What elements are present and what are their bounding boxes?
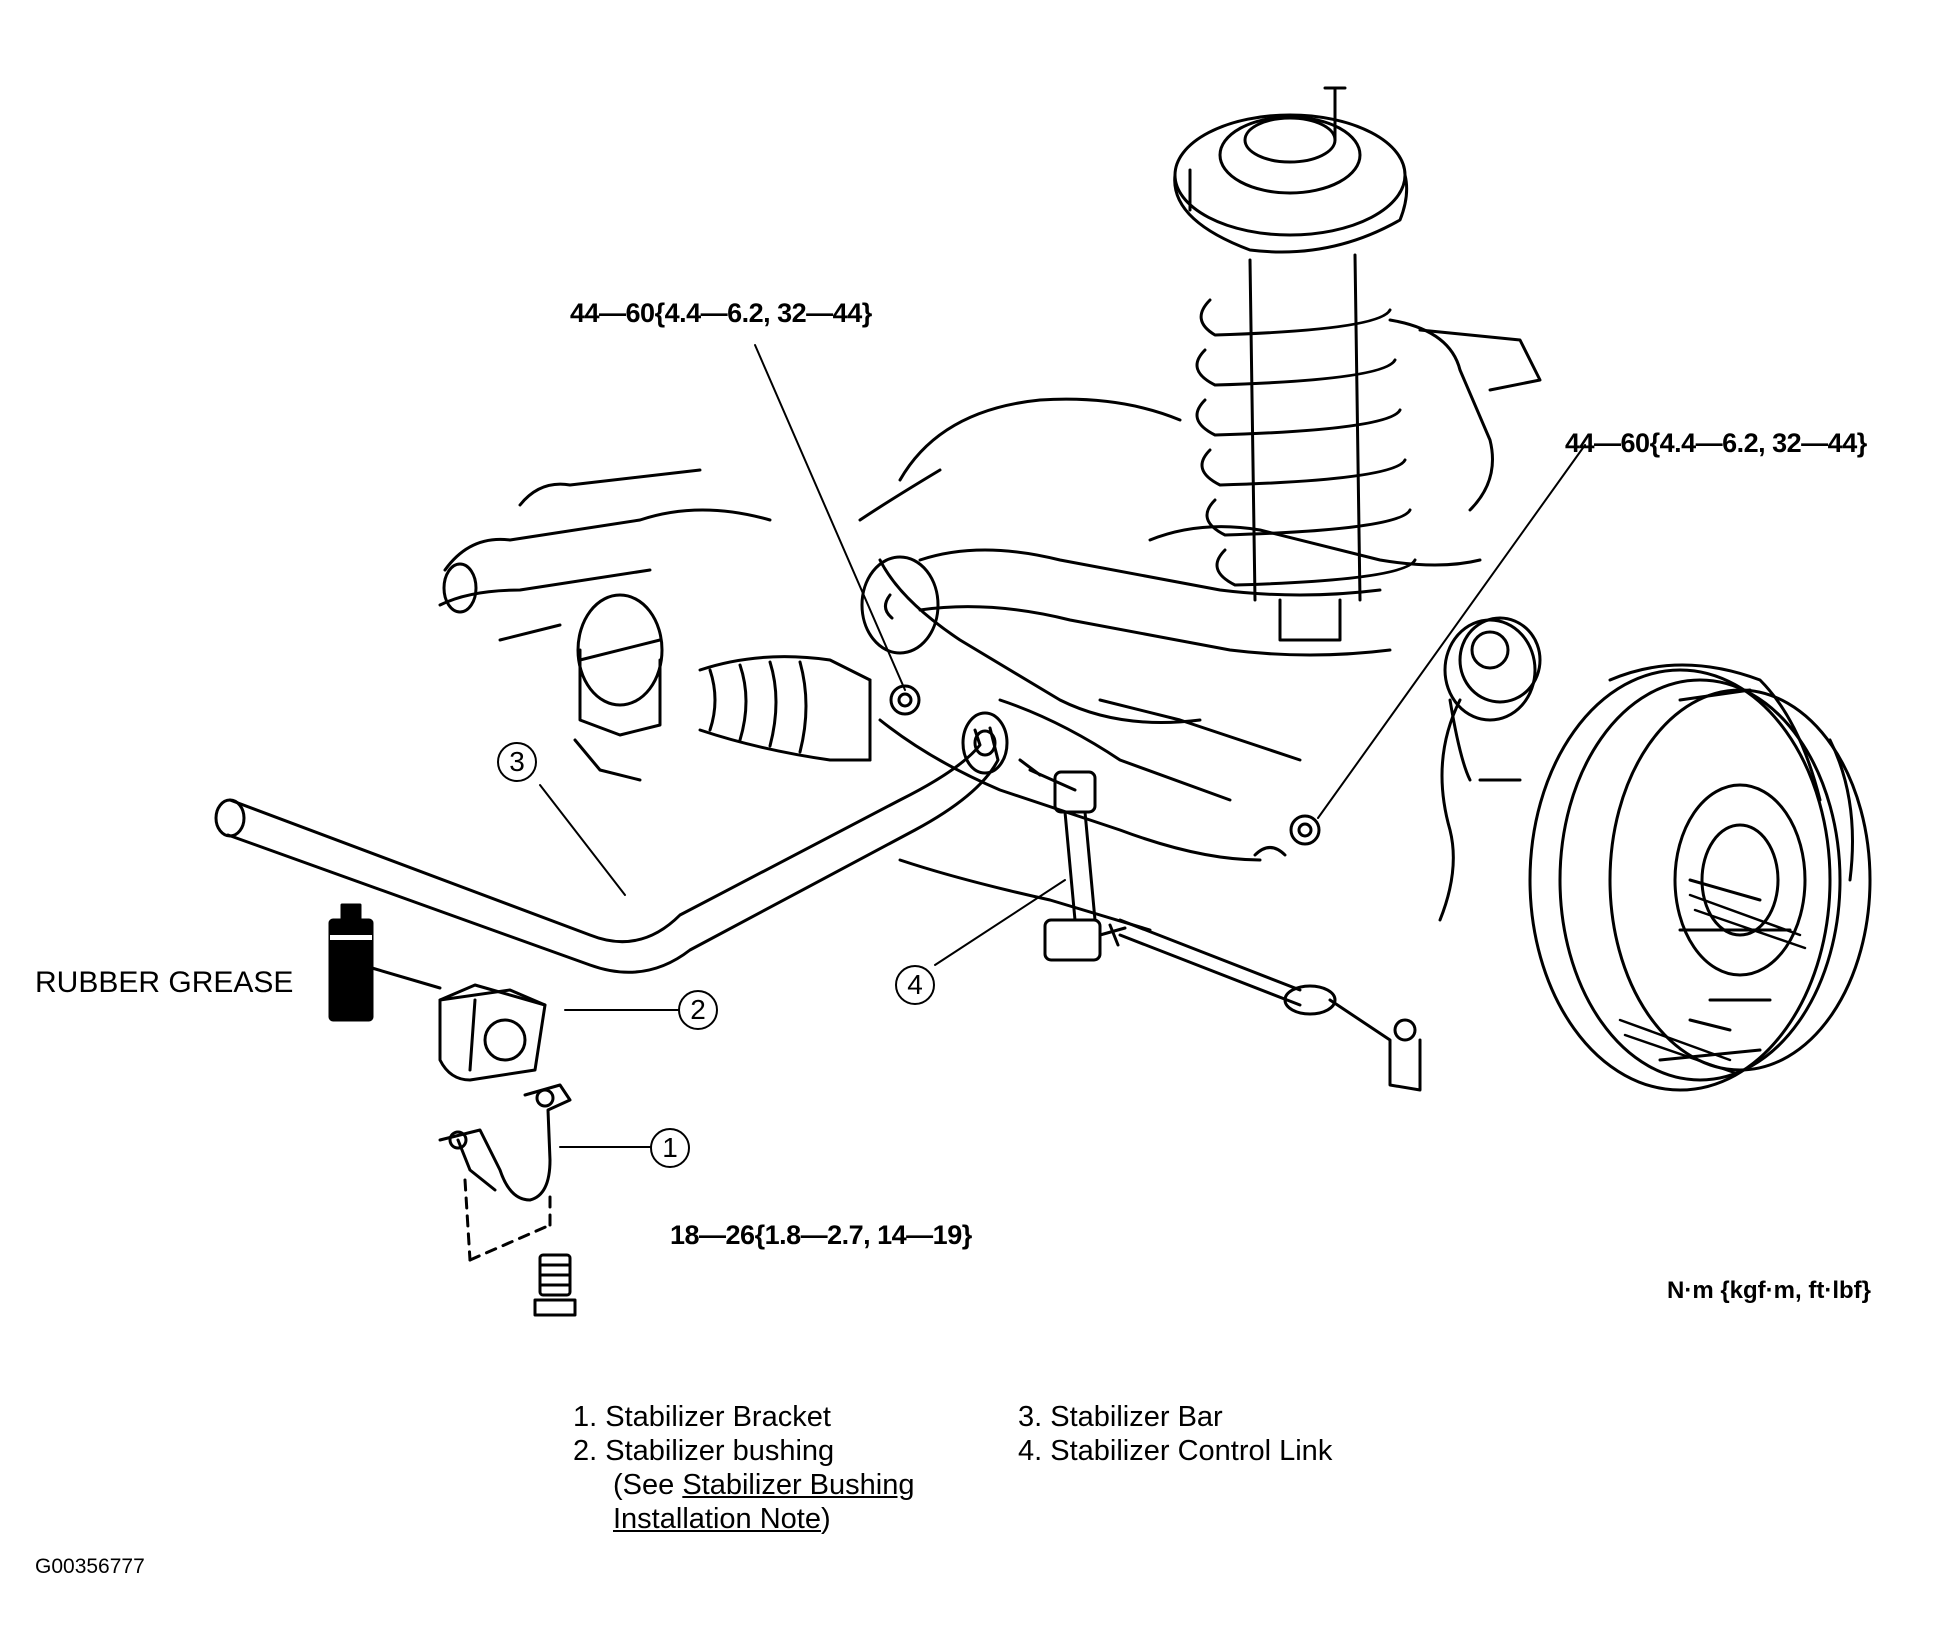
- legend-item-2: 2. Stabilizer bushing: [573, 1435, 835, 1467]
- steering-rack-boot: [573, 593, 872, 782]
- stabilizer-bar: [214, 711, 1009, 974]
- legend-item-2-note: (See Stabilizer Bushing: [573, 1468, 914, 1502]
- torque-spec-upper-right: 44—60{4.4—6.2, 32—44}: [1565, 428, 1867, 458]
- legend-item-1: 1. Stabilizer Bracket: [573, 1401, 831, 1433]
- legend-note-prefix: (See: [613, 1469, 683, 1501]
- bracket-bolt: [463, 1178, 577, 1317]
- torque-spec-upper-left: 44—60{4.4—6.2, 32—44}: [570, 298, 872, 328]
- tie-rod: [1118, 918, 1422, 1092]
- torque-spec-bracket-bolt: 18—26{1.8—2.7, 14—19}: [670, 1220, 972, 1250]
- callout-2: 2: [678, 990, 718, 1030]
- figure-id: G00356777: [35, 1555, 145, 1578]
- legend-item-3: 3. Stabilizer Bar: [1018, 1401, 1223, 1433]
- parts-legend-left: 1. Stabilizer Bracket 2. Stabilizer bush…: [573, 1400, 914, 1536]
- lower-control-arm: [858, 397, 1302, 932]
- legend-item-4: 4. Stabilizer Control Link: [1018, 1435, 1333, 1467]
- brake-rotor-hub: [1528, 668, 1872, 1092]
- strut-spring: [1195, 253, 1417, 642]
- stabilizer-nuts: [889, 684, 1321, 857]
- ball-joints: [1448, 616, 1542, 782]
- bushing-install-note-link-line1[interactable]: Stabilizer Bushing: [682, 1469, 915, 1501]
- stabilizer-bushing: [438, 983, 547, 1082]
- legend-note-suffix: ): [820, 1503, 831, 1535]
- leader-lines: [539, 344, 1586, 1148]
- upper-control-arm: [860, 525, 1482, 657]
- stabilizer-bracket: [438, 1083, 572, 1202]
- steering-knuckle: [1388, 318, 1542, 922]
- parts-legend-right: 3. Stabilizer Bar 4. Stabilizer Control …: [1018, 1400, 1332, 1468]
- dust-shield: [1608, 663, 1854, 882]
- callout-1: 1: [650, 1128, 690, 1168]
- stabilizer-control-link: [1018, 758, 1127, 962]
- callout-4: 4: [895, 965, 935, 1005]
- torque-units: N·m {kgf·m, ft·lbf}: [1667, 1277, 1871, 1304]
- strut-mount: [1173, 86, 1409, 254]
- wheel-studs: [1618, 893, 1807, 1075]
- bushing-install-note-link-line2[interactable]: Installation Note: [613, 1503, 821, 1535]
- callout-3: 3: [497, 742, 537, 782]
- grease-can: [328, 903, 442, 1022]
- legend-item-2-note-line2: Installation Note): [573, 1502, 914, 1536]
- rubber-grease-label: RUBBER GREASE: [35, 966, 294, 999]
- frame-crossmember: [438, 468, 772, 662]
